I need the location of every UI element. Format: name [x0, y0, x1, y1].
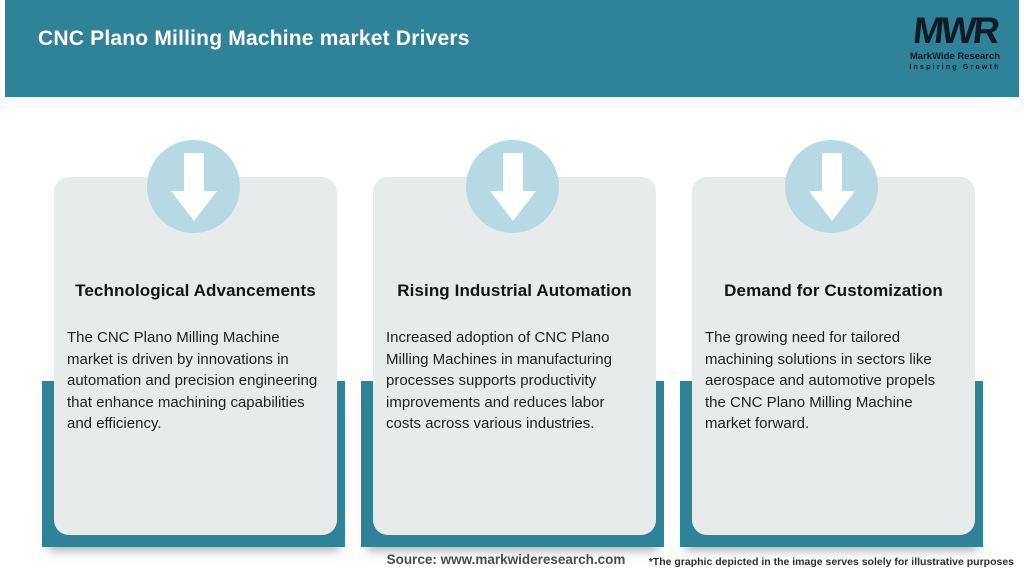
- card-panel: Demand for Customization The growing nee…: [692, 177, 975, 535]
- disclaimer-text: *The graphic depicted in the image serve…: [648, 556, 1014, 568]
- source-text: Source: www.markwideresearch.com: [386, 552, 626, 567]
- driver-card-technological-advancements: Technological Advancements The CNC Plano…: [42, 140, 345, 547]
- card-body-text: The growing need for tailored machining …: [705, 329, 936, 432]
- arrow-down-icon: [170, 152, 217, 221]
- header-banner: CNC Plano Milling Machine market Drivers…: [5, 0, 1019, 97]
- markwide-research-logo: MWR MarkWide Research Inspiring Growth: [905, 10, 1005, 71]
- logo-monogram: MWR: [911, 10, 999, 51]
- card-title: Rising Industrial Automation: [397, 281, 632, 300]
- card-panel: Rising Industrial Automation Increased a…: [373, 177, 656, 535]
- logo-name: MarkWide Research: [909, 51, 1001, 62]
- card-title: Demand for Customization: [724, 281, 943, 300]
- card-body-text: Increased adoption of CNC Plano Milling …: [386, 329, 612, 432]
- logo-tagline: Inspiring Growth: [909, 63, 1001, 71]
- arrow-down-icon: [489, 152, 536, 221]
- driver-card-demand-for-customization: Demand for Customization The growing nee…: [680, 140, 983, 547]
- page-title: CNC Plano Milling Machine market Drivers: [38, 27, 470, 50]
- card-panel: Technological Advancements The CNC Plano…: [54, 177, 337, 535]
- card-body-text: The CNC Plano Milling Machine market is …: [67, 329, 318, 432]
- card-title: Technological Advancements: [75, 281, 316, 300]
- arrow-circle-badge: [147, 140, 240, 233]
- driver-card-rising-industrial-automation: Rising Industrial Automation Increased a…: [361, 140, 664, 547]
- arrow-circle-badge: [466, 140, 559, 233]
- arrow-circle-badge: [785, 140, 878, 233]
- arrow-down-icon: [808, 152, 855, 221]
